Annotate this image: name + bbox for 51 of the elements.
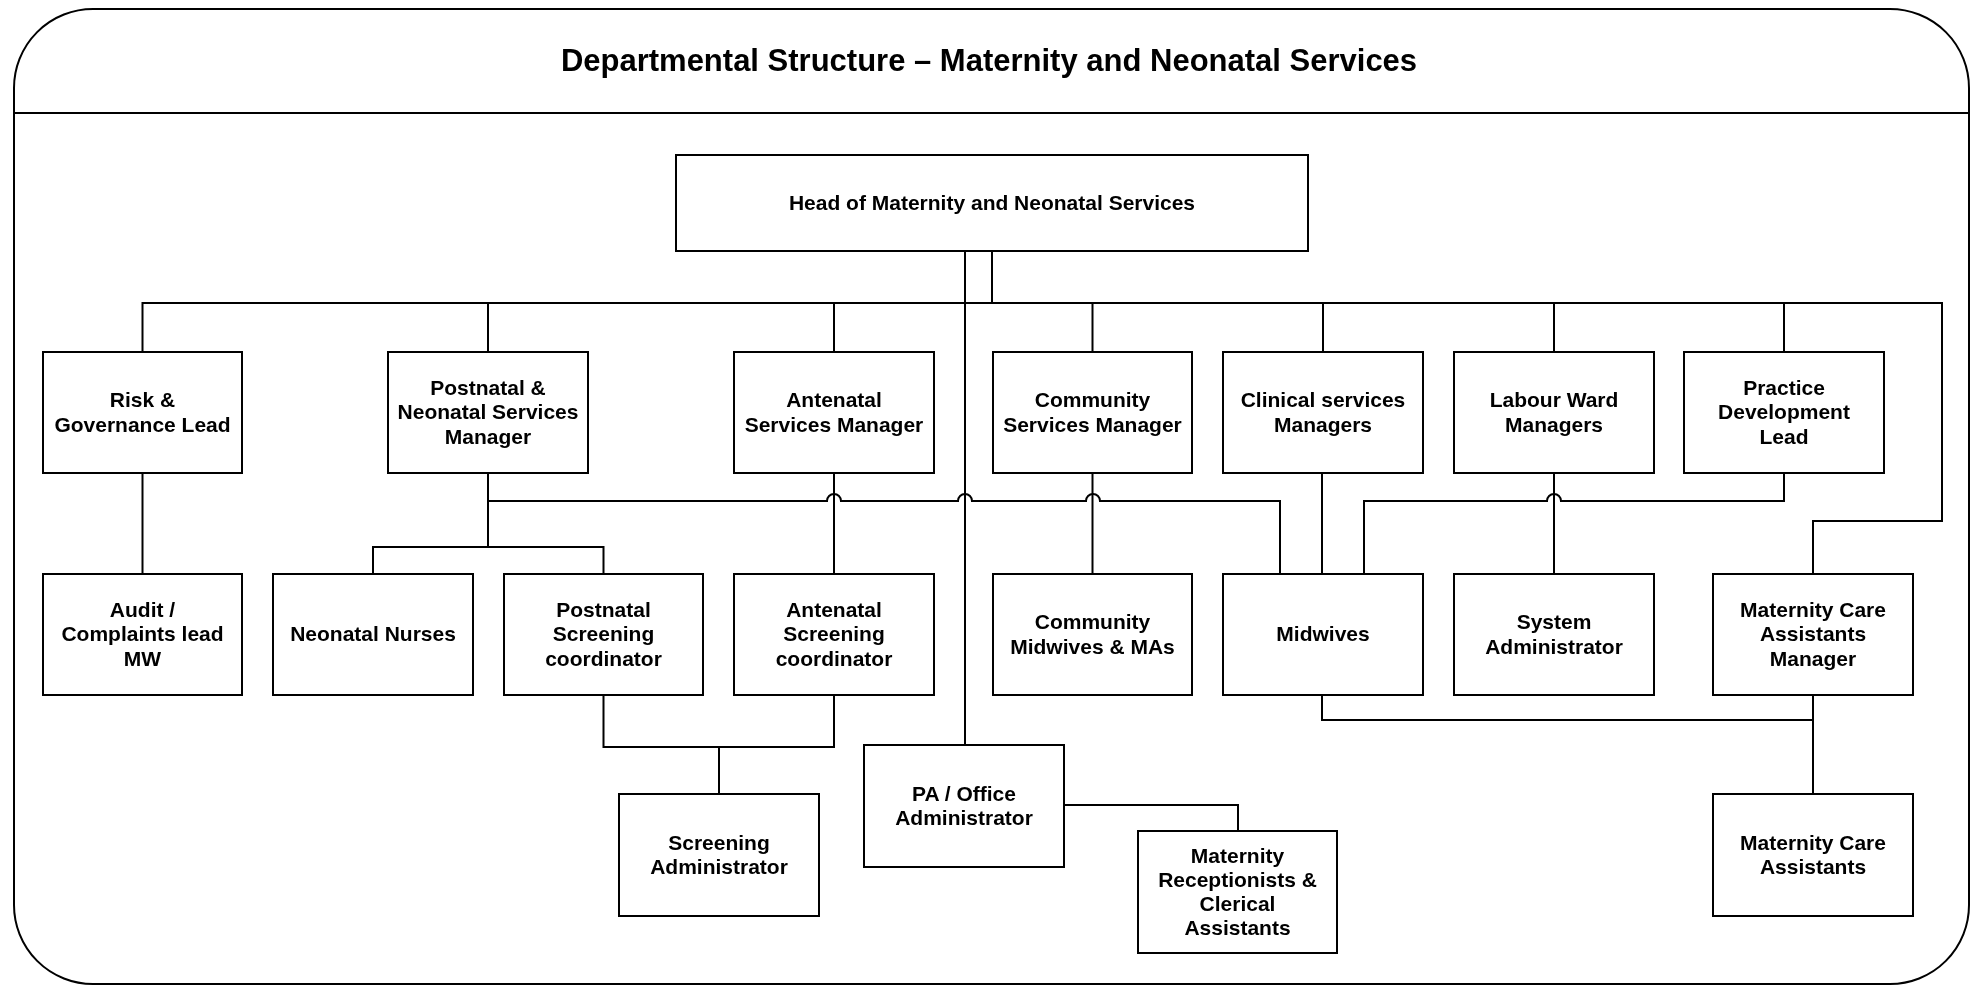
connector-line <box>964 251 966 745</box>
connector-line <box>141 473 144 574</box>
role-box <box>1712 573 1914 696</box>
role-title: System Administrator <box>1484 610 1624 659</box>
role-box <box>42 351 243 474</box>
role-title: Neonatal Nurses <box>290 622 456 647</box>
role-box <box>387 351 589 474</box>
role-box <box>733 573 935 696</box>
role-box <box>618 793 820 917</box>
role-box <box>1453 351 1655 474</box>
role-title: Maternity Care Assistants <box>1739 830 1887 880</box>
connector-line <box>1812 695 1814 794</box>
role-title: Maternity Care Assistants Manager <box>1739 598 1887 671</box>
role-title: Antenatal Services Manager <box>743 388 925 437</box>
connector-line <box>833 473 835 574</box>
role-title: Risk & Governance Lead <box>53 388 232 437</box>
role-title: Postnatal Screening coordinator <box>544 598 663 671</box>
role-box <box>1683 351 1885 474</box>
role-title: Audit / Complaints lead MW <box>60 598 225 671</box>
role-box <box>1712 793 1914 917</box>
role-title: Maternity Receptionists & Clerical Assistants <box>1157 843 1318 941</box>
role-box <box>992 573 1193 696</box>
role-title: Clinical services Managers <box>1239 388 1407 437</box>
role-title: Screening Administrator <box>649 830 789 880</box>
role-title: Community Services Manager <box>1002 388 1183 437</box>
role-box <box>1222 573 1424 696</box>
connector-line <box>1064 804 1239 831</box>
role-box <box>675 154 1309 252</box>
connector-line <box>1363 473 1785 574</box>
role-title: Postnatal & Neonatal Services Manager <box>397 376 579 449</box>
role-box <box>1222 351 1424 474</box>
role-box <box>1453 573 1655 696</box>
role-box <box>863 744 1065 868</box>
role-title: Community Midwives & MAs <box>1009 610 1176 659</box>
connector-line <box>718 695 835 794</box>
role-title: Midwives <box>1276 622 1370 647</box>
role-title: Antenatal Screening coordinator <box>774 598 894 671</box>
role-title: PA / Office Administrator <box>894 781 1034 831</box>
role-box <box>42 573 243 696</box>
role-title: Head of Maternity and Neonatal Services <box>788 190 1196 216</box>
diagram-title: Departmental Structure – Maternity and Neonatal Services <box>559 42 1419 80</box>
role-box <box>733 351 935 474</box>
role-title: Practice Development Lead <box>1717 376 1851 449</box>
connector-line <box>1091 473 1094 574</box>
connector-line <box>1553 473 1555 574</box>
connector-line <box>1321 473 1323 574</box>
role-box <box>1137 830 1338 954</box>
role-box <box>992 351 1193 474</box>
role-title: Labour Ward Managers <box>1488 388 1620 437</box>
role-box <box>503 573 704 696</box>
role-box <box>272 573 474 696</box>
